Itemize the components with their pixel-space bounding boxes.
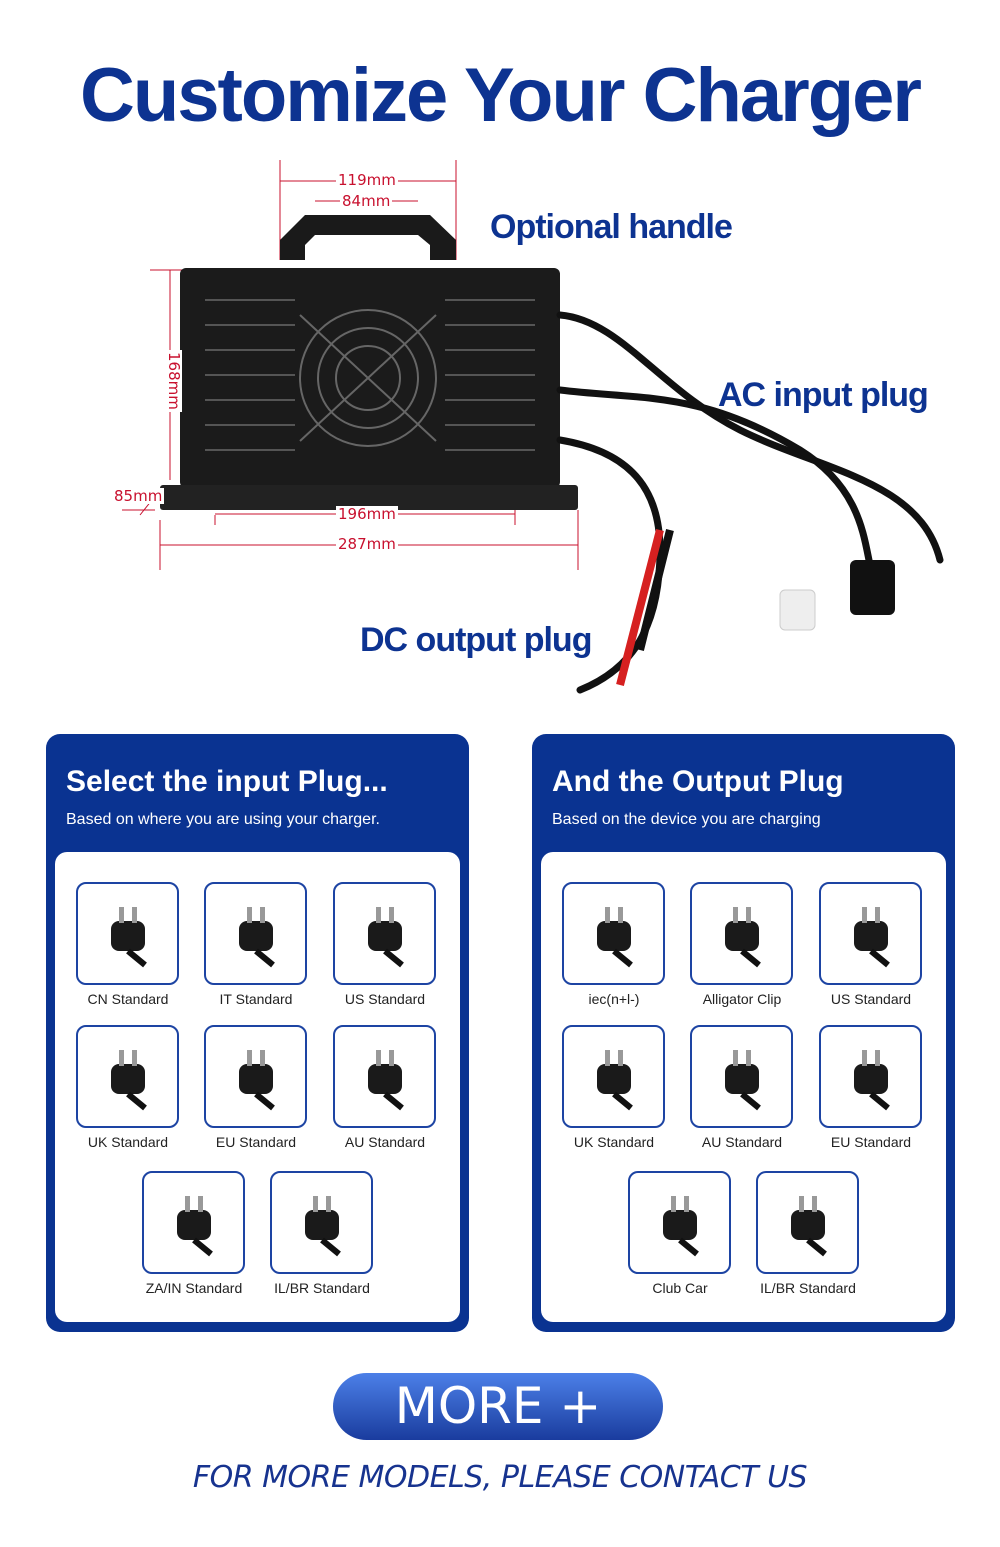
output-plug-panel: And the Output Plug Based on the device … xyxy=(532,734,955,1332)
input-plug-option[interactable] xyxy=(204,1025,307,1128)
input-plug-panel: Select the input Plug... Based on where … xyxy=(46,734,469,1332)
output-plug-option[interactable] xyxy=(819,882,922,985)
output-plug-label: AU Standard xyxy=(701,1134,783,1150)
dimension-handle-outer: 119mm xyxy=(336,171,398,189)
output-plug-label: IL/BR Standard xyxy=(760,1280,856,1296)
plug-icon xyxy=(304,1195,341,1256)
input-plug-option[interactable] xyxy=(76,1025,179,1128)
plug-icon xyxy=(662,1195,699,1256)
charger-product-image xyxy=(122,160,944,694)
input-panel-title: Select the input Plug... xyxy=(66,765,388,798)
input-plug-label: IL/BR Standard xyxy=(274,1280,370,1296)
output-plug-label: US Standard xyxy=(830,991,912,1007)
plug-icon xyxy=(724,1049,761,1110)
output-plug-option[interactable] xyxy=(756,1171,859,1274)
callout-ac-input-plug: AC input plug xyxy=(718,376,929,414)
output-plug-label: Club Car xyxy=(652,1280,708,1296)
output-plug-label: iec(n+l-) xyxy=(588,991,640,1007)
input-plug-option[interactable] xyxy=(204,882,307,985)
input-plug-label: ZA/IN Standard xyxy=(145,1280,243,1296)
dimension-base-outer: 287mm xyxy=(336,535,398,553)
plug-icon xyxy=(367,906,404,967)
output-plug-label: Alligator Clip xyxy=(702,991,782,1007)
plug-icon xyxy=(790,1195,827,1256)
input-panel-subtitle: Based on where you are using your charge… xyxy=(66,811,380,828)
plug-icon xyxy=(596,1049,633,1110)
output-plug-label: EU Standard xyxy=(830,1134,912,1150)
output-plug-grid: iec(n+l-) Alligator Clip US Standard UK Sta… xyxy=(541,852,946,1322)
dimension-base-inner: 196mm xyxy=(336,505,398,523)
output-plug-option[interactable] xyxy=(628,1171,731,1274)
output-panel-subtitle: Based on the device you are charging xyxy=(552,811,821,828)
input-plug-grid: CN Standard IT Standard US Standard UK Stan… xyxy=(55,852,460,1322)
callout-dc-output-plug: DC output plug xyxy=(360,621,592,659)
output-plug-label: UK Standard xyxy=(573,1134,655,1150)
plug-icon xyxy=(596,906,633,967)
input-plug-label: US Standard xyxy=(344,991,426,1007)
dimension-height: 168mm xyxy=(165,350,183,412)
page-title: Customize Your Charger xyxy=(79,53,922,138)
plug-icon xyxy=(724,906,761,967)
input-plug-label: AU Standard xyxy=(344,1134,426,1150)
contact-footer-text: FOR MORE MODELS, PLEASE CONTACT US xyxy=(192,1460,808,1495)
output-plug-option[interactable] xyxy=(690,1025,793,1128)
dimension-handle-inner: 84mm xyxy=(340,192,393,210)
plug-icon xyxy=(238,1049,275,1110)
plug-icon xyxy=(110,906,147,967)
output-plug-option[interactable] xyxy=(819,1025,922,1128)
plug-icon xyxy=(853,1049,890,1110)
dimension-depth: 85mm xyxy=(112,487,165,505)
input-plug-label: CN Standard xyxy=(87,991,169,1007)
output-plug-option[interactable] xyxy=(562,1025,665,1128)
input-plug-option[interactable] xyxy=(76,882,179,985)
output-panel-title: And the Output Plug xyxy=(552,765,844,798)
plug-icon xyxy=(853,906,890,967)
plug-icon xyxy=(110,1049,147,1110)
input-plug-option[interactable] xyxy=(333,1025,436,1128)
input-plug-label: UK Standard xyxy=(87,1134,169,1150)
plug-icon xyxy=(367,1049,404,1110)
output-plug-option[interactable] xyxy=(562,882,665,985)
output-plug-option[interactable] xyxy=(690,882,793,985)
more-button[interactable]: MORE + xyxy=(333,1373,663,1440)
input-plug-label: IT Standard xyxy=(219,991,293,1007)
input-plug-option[interactable] xyxy=(270,1171,373,1274)
callout-optional-handle: Optional handle xyxy=(490,208,733,246)
plug-icon xyxy=(238,906,275,967)
input-plug-option[interactable] xyxy=(142,1171,245,1274)
input-plug-option[interactable] xyxy=(333,882,436,985)
plug-icon xyxy=(176,1195,213,1256)
input-plug-label: EU Standard xyxy=(215,1134,297,1150)
